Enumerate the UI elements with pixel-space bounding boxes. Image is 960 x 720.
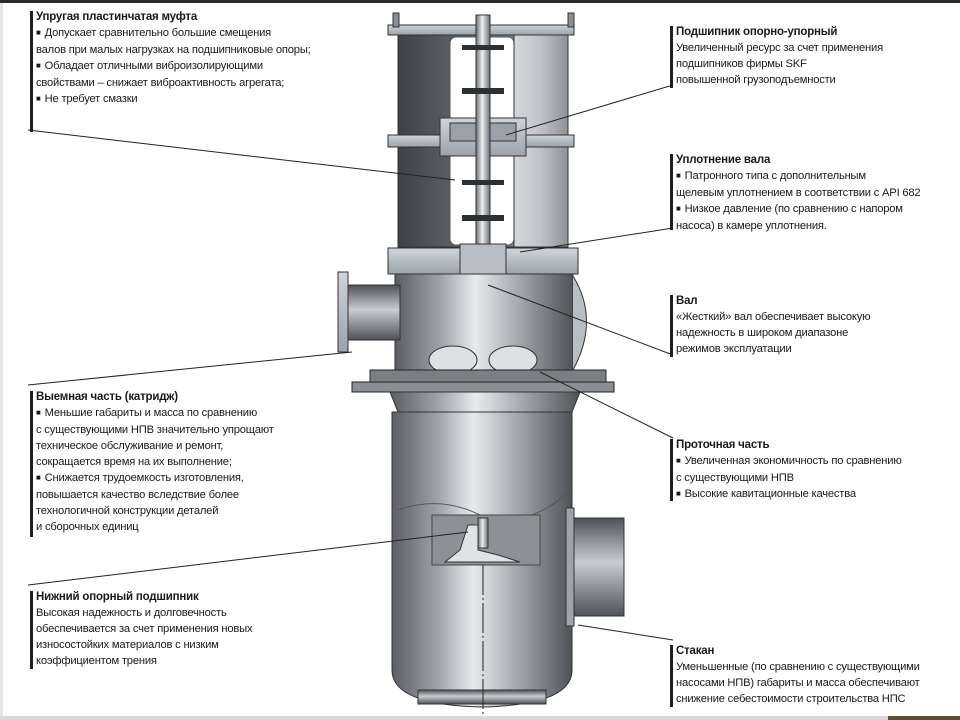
callout-line: износостойких материалов с низким bbox=[36, 639, 219, 651]
callout-title: Уплотнение вала bbox=[676, 154, 771, 166]
callout-line: Увеличенная экономичность по сравнению bbox=[676, 453, 902, 470]
callout-line: насоса) в камере уплотнения. bbox=[676, 220, 827, 232]
callout-bar bbox=[30, 591, 33, 669]
callout-line: Патронного типа с дополнительным bbox=[676, 168, 920, 185]
callout-line: сокращается время на их выполнение; bbox=[36, 456, 232, 468]
callout-bar bbox=[670, 26, 673, 88]
callout-title: Нижний опорный подшипник bbox=[36, 591, 199, 603]
pointer-flow-part bbox=[539, 371, 674, 439]
callout-line: Увеличенный ресурс за счет применения bbox=[676, 42, 883, 54]
callout-flow-part: Проточная часть Увеличенная экономичност… bbox=[670, 437, 902, 503]
callout-line: режимов эксплуатации bbox=[676, 343, 792, 355]
pointer-coupling bbox=[27, 129, 456, 181]
callout-title: Проточная часть bbox=[676, 439, 770, 451]
callout-bar bbox=[670, 645, 673, 707]
coupling-housing bbox=[387, 12, 575, 248]
callout-barrel: Стакан Уменьшенные (по сравнению с сущес… bbox=[670, 643, 920, 707]
callout-title: Вал bbox=[676, 295, 698, 307]
callout-line: повышается качество вследствие более bbox=[36, 489, 239, 501]
callout-line: с существующими НПВ bbox=[676, 472, 794, 484]
callout-line: Обладает отличными виброизолирующими bbox=[36, 58, 311, 75]
top-border bbox=[0, 0, 960, 3]
callout-lower-bearing: Нижний опорный подшипник Высокая надежно… bbox=[30, 589, 253, 669]
callout-bar bbox=[670, 295, 673, 357]
callout-line: подшипников фирмы SKF bbox=[676, 58, 807, 70]
callout-line: обеспечивается за счет применения новых bbox=[36, 623, 253, 635]
bottom-strip bbox=[0, 716, 960, 720]
pointer-shaft bbox=[487, 284, 674, 356]
callout-line: Низкое давление (по сравнению с напором bbox=[676, 201, 920, 218]
pointer-cartridge bbox=[27, 351, 353, 386]
callout-line: Меньшие габариты и масса по сравнению bbox=[36, 405, 274, 422]
callout-lines: Увеличенный ресурс за счет применения под… bbox=[676, 40, 883, 88]
callout-bar bbox=[670, 439, 673, 501]
callout-line: снижение себестоимости строительства НПС bbox=[676, 693, 906, 705]
callout-bar bbox=[30, 391, 33, 537]
callout-lines: Увеличенная экономичность по сравнению с … bbox=[676, 453, 902, 503]
callout-lines: Допускает сравнительно большие смещения в… bbox=[36, 25, 311, 108]
callout-line: «Жесткий» вал обеспечивает высокую bbox=[676, 311, 871, 323]
mounting-plate bbox=[351, 369, 615, 413]
callout-line: Высокие кавитационные качества bbox=[676, 486, 902, 503]
seal-flange bbox=[387, 243, 579, 275]
callout-line: Снижается трудоемкость изготовления, bbox=[36, 470, 274, 487]
callout-lines: Патронного типа с дополнительным щелевым … bbox=[676, 168, 921, 234]
callout-title: Упругая пластинчатая муфта bbox=[36, 11, 198, 23]
pointer-lines bbox=[27, 84, 674, 641]
callout-coupling: Упругая пластинчатая муфта Допускает сра… bbox=[30, 9, 311, 132]
callout-line: повышенной грузоподъемности bbox=[676, 74, 836, 86]
callout-line: Уменьшенные (по сравнению с существующим… bbox=[676, 661, 920, 673]
callout-line: свойствами – снижает виброактивность агр… bbox=[36, 77, 285, 89]
callout-bar bbox=[670, 154, 673, 230]
callout-shaft: Вал «Жесткий» вал обеспечивает высокую на… bbox=[670, 293, 871, 357]
callout-line: техническое обслуживание и ремонт, bbox=[36, 440, 224, 452]
callout-cartridge: Выемная часть (катридж) Меньшие габариты… bbox=[30, 389, 274, 537]
barrel bbox=[391, 411, 625, 718]
callout-line: надежность в широком диапазоне bbox=[676, 327, 849, 339]
bottom-accent bbox=[888, 716, 960, 720]
callout-title: Подшипник опорно-упорный bbox=[676, 26, 838, 38]
left-edge bbox=[0, 3, 3, 716]
callout-lines: «Жесткий» вал обеспечивает высокую надежн… bbox=[676, 309, 871, 357]
callout-lines: Высокая надежность и долговечность обеспе… bbox=[36, 605, 253, 669]
pointer-shaft-seal bbox=[519, 227, 674, 253]
callout-line: технологичной конструкции деталей bbox=[36, 505, 219, 517]
callout-shaft-seal: Уплотнение вала Патронного типа с дополн… bbox=[670, 152, 921, 234]
callout-line: щелевым уплотнением в соответствии с API… bbox=[676, 187, 921, 199]
callout-title: Выемная часть (катридж) bbox=[36, 391, 178, 403]
callout-title: Стакан bbox=[676, 645, 715, 657]
callout-lines: Уменьшенные (по сравнению с существующим… bbox=[676, 659, 920, 707]
pointer-lower-bearing bbox=[27, 531, 469, 586]
callout-line: Не требует смазки bbox=[36, 91, 311, 108]
callout-line: Высокая надежность и долговечность bbox=[36, 607, 227, 619]
callout-line: и сборочных единиц bbox=[36, 521, 139, 533]
callout-line: Допускает сравнительно большие смещения bbox=[36, 25, 311, 42]
callout-line: насосами НПВ) габариты и масса обеспечив… bbox=[676, 677, 920, 689]
callout-line: с существующими НПВ значительно упрощают bbox=[36, 424, 274, 436]
callout-bar bbox=[30, 11, 33, 132]
callout-lines: Меньшие габариты и масса по сравнению с с… bbox=[36, 405, 274, 535]
callout-line: валов при малых нагрузках на подшипников… bbox=[36, 44, 311, 56]
callout-line: коэффициентом трения bbox=[36, 655, 157, 667]
pointer-thrust-bearing bbox=[505, 84, 674, 136]
callout-thrust-bearing: Подшипник опорно-упорный Увеличенный рес… bbox=[670, 24, 883, 88]
pointer-barrel bbox=[577, 624, 674, 641]
pump-casing bbox=[337, 271, 587, 375]
